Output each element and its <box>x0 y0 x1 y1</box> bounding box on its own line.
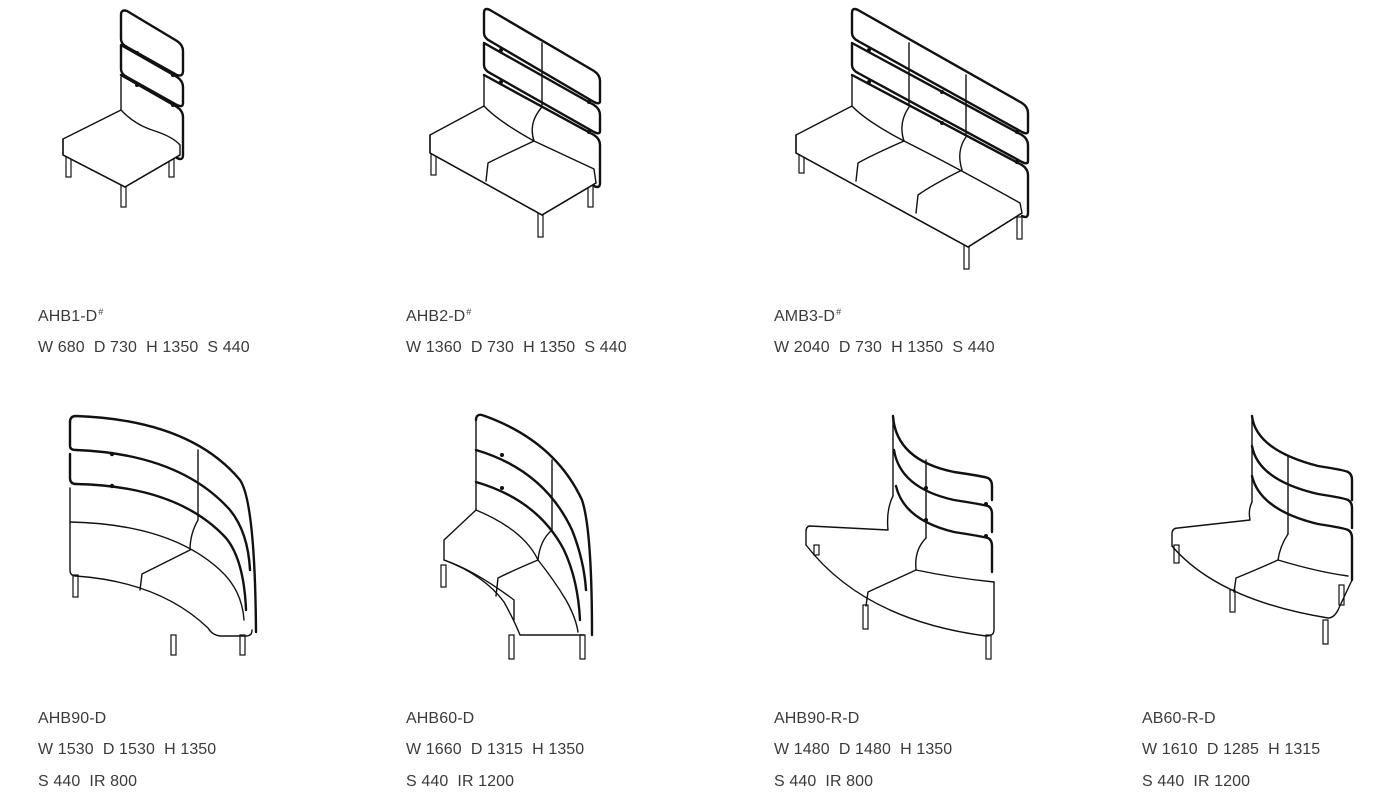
curved-60-sofa-icon <box>434 410 614 665</box>
high-back-three-seat-sofa-icon <box>792 5 1032 270</box>
high-back-single-seat-icon <box>55 5 195 215</box>
variant-mark: # <box>836 307 842 317</box>
variant-mark: # <box>466 307 472 317</box>
product-dimensions: W 2040 D 730 H 1350 S 440 <box>774 339 995 356</box>
product-name: AHB2-D# <box>406 307 472 325</box>
product-name: AHB90-R-D <box>774 710 860 727</box>
product-dimensions-secondary: S 440 IR 1200 <box>406 773 515 790</box>
product-dimensions: W 1660 D 1315 H 1350 <box>406 741 585 758</box>
product-dimensions: W 680 D 730 H 1350 S 440 <box>38 339 250 356</box>
product-name: AHB1-D# <box>38 307 104 325</box>
curved-90-sofa-icon <box>60 410 270 660</box>
high-back-two-seat-sofa-icon <box>424 5 604 240</box>
product-name: AHB90-D <box>38 710 107 727</box>
product-dimensions-secondary: S 440 IR 800 <box>38 773 138 790</box>
reverse-curved-90-sofa-icon <box>804 410 1004 665</box>
product-name: AHB60-D <box>406 710 475 727</box>
product-dimensions-secondary: S 440 IR 1200 <box>1142 773 1251 790</box>
reverse-curved-60-sofa-icon <box>1168 410 1358 655</box>
product-dimensions-secondary: S 440 IR 800 <box>774 773 874 790</box>
product-name: AB60-R-D <box>1142 710 1216 727</box>
product-name: AMB3-D# <box>774 307 842 325</box>
variant-mark: # <box>98 307 104 317</box>
product-dimensions: W 1360 D 730 H 1350 S 440 <box>406 339 627 356</box>
product-dimensions: W 1480 D 1480 H 1350 <box>774 741 953 758</box>
product-dimensions: W 1530 D 1530 H 1350 <box>38 741 217 758</box>
product-dimensions: W 1610 D 1285 H 1315 <box>1142 741 1321 758</box>
